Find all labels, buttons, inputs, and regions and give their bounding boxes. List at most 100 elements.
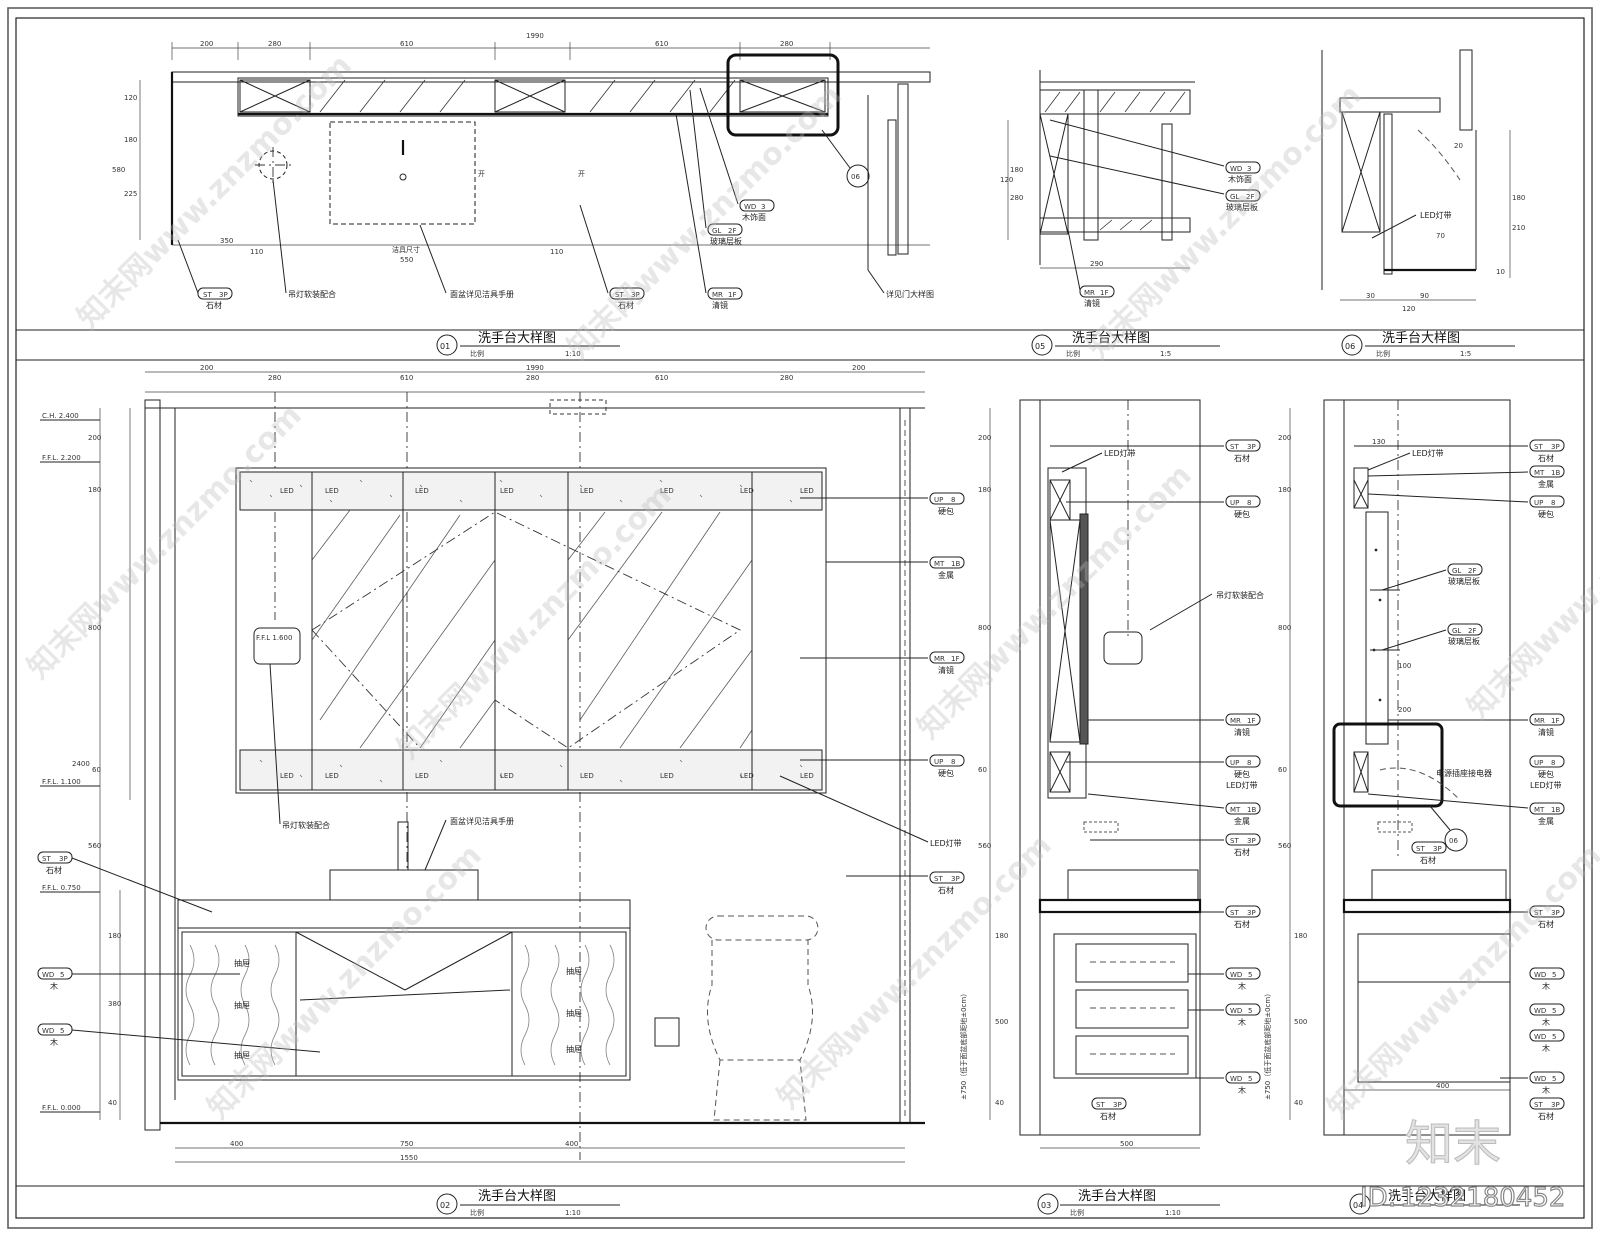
svg-text:2400: 2400: [72, 760, 90, 768]
svg-text:ST: ST: [934, 875, 943, 883]
svg-text:木: 木: [1542, 981, 1550, 991]
svg-text:玻璃层板: 玻璃层板: [1448, 576, 1480, 586]
dim-text: 1990: [526, 32, 544, 40]
id-label: ID:: [1360, 1183, 1396, 1213]
svg-text:知末网www.znzmo.com: 知末网www.znzmo.com: [1461, 438, 1600, 726]
svg-text:130: 130: [1372, 438, 1385, 446]
detail-callout-box: [726, 53, 840, 137]
svg-text:2F: 2F: [1468, 567, 1476, 575]
svg-text:1:5: 1:5: [1160, 350, 1171, 358]
drawer-label: 抽屉: [234, 958, 250, 968]
svg-text:1B: 1B: [951, 560, 960, 568]
open-label: 开: [478, 170, 485, 178]
title-block-06: 06 洗手台大样图 比例 1:5: [1341, 331, 1515, 358]
svg-text:玻璃层板: 玻璃层板: [1448, 636, 1480, 646]
svg-text:800: 800: [978, 624, 991, 632]
svg-text:120: 120: [1000, 176, 1013, 184]
svg-text:40: 40: [1294, 1099, 1303, 1107]
level-label: F.F.L. 2.200: [42, 454, 81, 462]
svg-text:硬包: 硬包: [1234, 769, 1250, 779]
drawing-03-section: 200 180 800 60 560 180 500 40 500 ±750（低…: [959, 399, 1264, 1149]
svg-text:400: 400: [1436, 1082, 1449, 1090]
dim-text: 225: [124, 190, 137, 198]
svg-text:石材: 石材: [1234, 453, 1250, 463]
svg-text:3P: 3P: [1113, 1101, 1122, 1109]
svg-text:400: 400: [230, 1140, 243, 1148]
note-pendant: 吊灯软装配合: [1216, 590, 1264, 600]
svg-text:180: 180: [1278, 486, 1291, 494]
led-label: LED: [280, 772, 294, 780]
svg-text:知末网www.znzmo.com: 知末网www.znzmo.com: [391, 478, 679, 766]
svg-text:知末网www.znzmo.com: 知末网www.znzmo.com: [771, 828, 1059, 1116]
svg-text:8: 8: [1247, 499, 1251, 507]
svg-text:5: 5: [60, 971, 64, 979]
svg-text:石材: 石材: [1234, 847, 1250, 857]
svg-text:5: 5: [1248, 1075, 1252, 1083]
svg-text:GL: GL: [1452, 567, 1461, 575]
level-label: F.F.L. 1.100: [42, 778, 81, 786]
svg-text:3P: 3P: [1551, 909, 1560, 917]
svg-text:3P: 3P: [1247, 443, 1256, 451]
dim-text: 280: [780, 40, 793, 48]
svg-text:3P: 3P: [631, 291, 640, 299]
svg-text:8: 8: [951, 758, 955, 766]
note-door: 详见门大样图: [886, 289, 934, 299]
svg-text:MR: MR: [1534, 717, 1545, 725]
svg-text:1:10: 1:10: [565, 350, 581, 358]
svg-text:金属: 金属: [938, 570, 954, 580]
detail-ref-text: 06: [851, 173, 860, 181]
svg-text:280: 280: [268, 374, 281, 382]
svg-text:ST: ST: [42, 855, 51, 863]
drawing-01-plan: 200 280 610 1990 610 280 开 开 350 110: [112, 32, 934, 310]
svg-text:5: 5: [1248, 971, 1252, 979]
level-label: F.F.L. 0.000: [42, 1104, 81, 1112]
svg-text:750: 750: [400, 1140, 413, 1148]
svg-text:290: 290: [1090, 260, 1103, 268]
title-block-01: 01 洗手台大样图 比例 1:10: [436, 331, 620, 358]
title-block-05: 05 洗手台大样图 比例 1:5: [1031, 331, 1220, 358]
drawing-02-elevation: 200 280 610 1990 280 610 280 200: [37, 364, 965, 1163]
level-label: F.F.L. 0.750: [42, 884, 81, 892]
note-basin: 面盆详见洁具手册: [450, 816, 514, 826]
svg-text:180: 180: [995, 932, 1008, 940]
svg-text:清镜: 清镜: [1084, 298, 1100, 308]
led-label: LED: [800, 487, 814, 495]
svg-text:知末网www.znzmo.com: 知末网www.znzmo.com: [561, 78, 849, 366]
mirror-level: F.F.L 1.600: [256, 634, 292, 642]
svg-text:WD: WD: [1230, 1075, 1242, 1083]
svg-text:MT: MT: [1230, 806, 1241, 814]
drawing-border: [15, 17, 1585, 1219]
svg-text:MR: MR: [1084, 289, 1095, 297]
svg-text:200: 200: [1278, 434, 1291, 442]
drawer-label: 抽屉: [566, 1044, 582, 1054]
sheet-frame: [7, 7, 1593, 1229]
svg-text:5: 5: [1248, 1007, 1252, 1015]
title-block-04: 04 洗手台大样图: [1349, 1189, 1520, 1215]
drawing-title: 洗手台大样图: [478, 331, 556, 346]
note-outlet: 电源插座接电器: [1436, 768, 1492, 778]
svg-text:硬包: 硬包: [1538, 769, 1554, 779]
dim-text: 110: [550, 248, 563, 256]
svg-text:石材: 石材: [938, 885, 954, 895]
svg-text:ST: ST: [203, 291, 212, 299]
svg-text:WD: WD: [744, 203, 756, 211]
svg-text:40: 40: [108, 1099, 117, 1107]
note-led: LED灯带: [930, 838, 962, 848]
